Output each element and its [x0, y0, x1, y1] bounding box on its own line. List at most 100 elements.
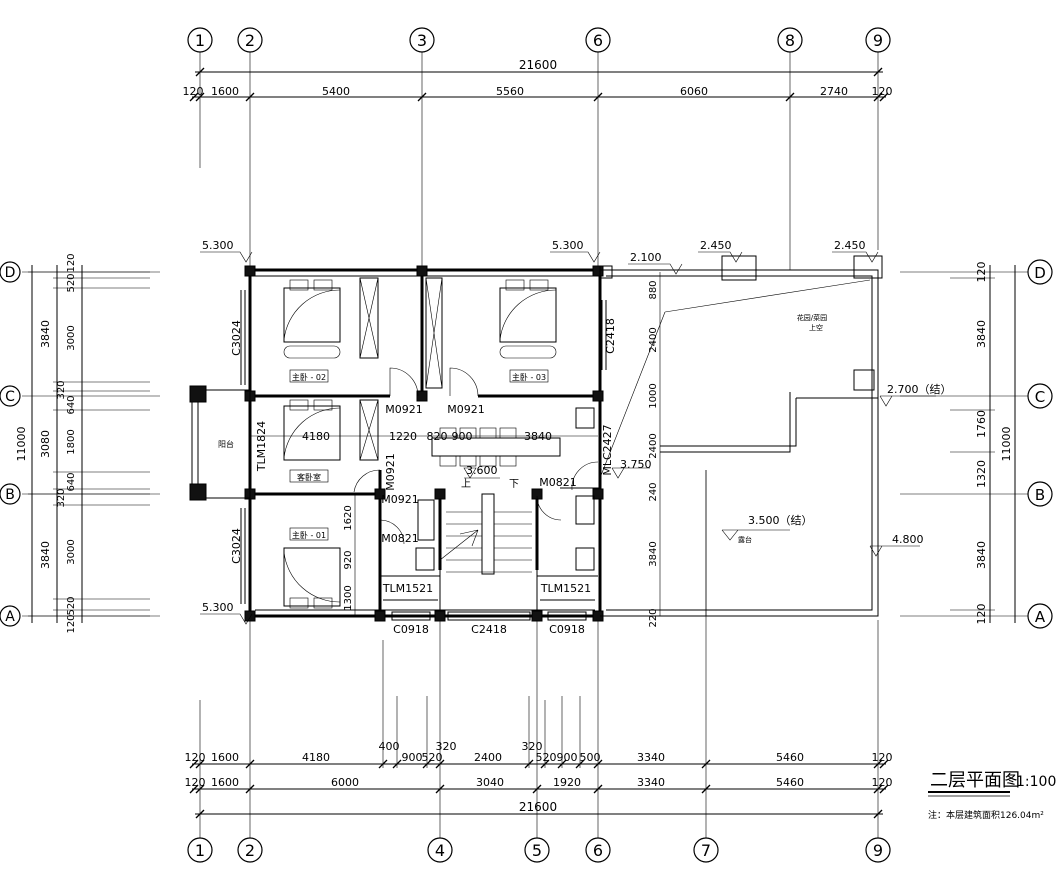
door-m0921-d: M0921 [381, 493, 419, 506]
dim-bot1-14: 120 [872, 751, 893, 764]
grid-label-bottom-1: 1 [195, 841, 205, 860]
int-dim-1220: 1220 [389, 430, 417, 443]
dim-right-4: 3840 [975, 541, 988, 569]
grid-label-top-9: 9 [873, 31, 883, 50]
grid-label-bottom-2: 2 [245, 841, 255, 860]
dim-bot1-12: 3340 [637, 751, 665, 764]
grid-bubbles-bottom: 1 2 4 5 6 7 9 [187, 837, 891, 863]
building-walls [189, 265, 607, 622]
grid-label-top-3: 3 [417, 31, 427, 50]
int-dim-880: 880 [648, 280, 659, 299]
elev-3750: 3.750 [620, 458, 652, 471]
grid-bubbles-right: D C B A [1027, 259, 1053, 629]
grid-label-bottom-6: 6 [593, 841, 603, 860]
door-m0821-a: M0821 [381, 532, 419, 545]
dim-top-2: 5400 [322, 85, 350, 98]
window-c3024-top: C3024 [230, 320, 243, 356]
int-dim-4180: 4180 [302, 430, 330, 443]
bottom-dimension-lines: 120 1600 4180 400 900 520 320 2400 320 5… [185, 640, 893, 819]
dim-bot1-4: 900 [402, 751, 423, 764]
dim-top-4: 6060 [680, 85, 708, 98]
dim-left-outer-3: 3840 [39, 541, 52, 569]
int-dim-900: 900 [452, 430, 473, 443]
door-tlm1824: TLM1824 [255, 421, 268, 472]
room-terrace: 露台 [738, 535, 752, 544]
room-balcony: 阳台 [218, 439, 234, 449]
int-dim-240: 240 [648, 482, 659, 501]
dim-bot2-1: 1600 [211, 776, 239, 789]
grid-label-bottom-4: 4 [435, 841, 445, 860]
drawing-title-block: 二层平面图 1:100 注：本层建筑面积126.04m² [928, 770, 1056, 821]
dim-right-1: 3840 [975, 320, 988, 348]
dim-top-1: 1600 [211, 85, 239, 98]
window-c2418-bottom: C2418 [471, 623, 507, 636]
int-dim-820: 820 [427, 430, 448, 443]
dim-right-3: 1320 [975, 460, 988, 488]
elev-4800: 4.800 [892, 533, 924, 546]
dim-left-inner-5: 1800 [66, 429, 77, 454]
dim-left-inner-2: 3000 [66, 325, 77, 350]
dim-bot2-6: 5460 [776, 776, 804, 789]
dim-left-outer-1: 11000 [15, 427, 28, 462]
elev-2450-a: 2.450 [700, 239, 732, 252]
window-c0918-b: C0918 [549, 623, 585, 636]
room-master-02: 主卧 - 02 [292, 372, 326, 382]
elev-5300-left-top: 5.300 [202, 239, 234, 252]
dim-top-5: 2740 [820, 85, 848, 98]
dim-bot1-2: 4180 [302, 751, 330, 764]
drawing-note: 注：本层建筑面积126.04m² [928, 809, 1044, 821]
int-dim-3840b: 3840 [524, 430, 552, 443]
dim-left-outer-2: 3080 [39, 430, 52, 458]
dim-bot1-10: 900 [557, 751, 578, 764]
left-dimension-lines: 3840 11000 3080 3840 120 520 3000 320 64… [15, 253, 150, 634]
dim-bot1-1: 1600 [211, 751, 239, 764]
dim-bot2-4: 1920 [553, 776, 581, 789]
grid-label-left-B: B [5, 487, 15, 503]
drawing-scale: 1:100 [1016, 774, 1056, 790]
elev-5300-right-top: 5.300 [552, 239, 584, 252]
door-m0921-c: M0921 [384, 453, 397, 491]
int-dim-2400a: 2400 [648, 327, 659, 352]
room-garden-sub: 上空 [809, 323, 823, 332]
grid-label-bottom-5: 5 [532, 841, 542, 860]
dim-top-total: 21600 [519, 58, 557, 72]
dim-bot2-5: 3340 [637, 776, 665, 789]
dim-left-inner-3: 320 [56, 380, 67, 399]
room-master-03: 主卧 - 03 [512, 372, 546, 382]
dim-bot2-7: 120 [872, 776, 893, 789]
right-dimension-lines: 120 3840 1760 1320 3840 120 11000 [950, 262, 1016, 625]
elev-3500: 3.500（结） [748, 514, 813, 527]
dim-left-inner-9: 520 [66, 596, 77, 615]
door-tlm1521-b: TLM1521 [540, 582, 591, 595]
room-garden: 花园/菜园 [797, 313, 827, 322]
int-dim-1000: 1000 [648, 383, 659, 408]
window-c3024-bottom: C3024 [230, 528, 243, 564]
grid-label-left-C: C [5, 389, 15, 405]
int-dim-2400b: 2400 [648, 433, 659, 458]
top-dimension-lines: 21600 120 1600 5400 5560 6060 2740 120 [183, 58, 893, 102]
grid-label-left-D: D [5, 265, 16, 281]
dim-left-inner-6: 640 [66, 472, 77, 491]
int-dim-220: 220 [648, 608, 659, 627]
grid-bubbles-top: 1 2 3 6 8 9 [187, 27, 891, 53]
dim-left-outer-0: 3840 [39, 320, 52, 348]
stair-up-label: 上 [461, 478, 471, 490]
door-m0921-b: M0921 [447, 403, 485, 416]
elev-2100: 2.100 [630, 251, 662, 264]
elev-2700: 2.700（结） [887, 383, 952, 396]
grid-label-top-6: 6 [593, 31, 603, 50]
dim-left-inner-7: 320 [56, 488, 67, 507]
grid-label-left-A: A [5, 609, 15, 625]
grid-label-top-2: 2 [245, 31, 255, 50]
dim-bot1-0: 120 [185, 751, 206, 764]
room-master-01: 主卧 - 01 [292, 530, 326, 540]
dim-top-6: 120 [872, 85, 893, 98]
dim-bot1-6: 320 [436, 740, 457, 753]
elev-3600: 3.600 [466, 464, 498, 477]
dim-bot2-0: 120 [185, 776, 206, 789]
interior-dimensions: 880 2400 1000 2400 240 3840 220 4180 122… [250, 272, 661, 628]
grid-label-top-8: 8 [785, 31, 795, 50]
grid-label-bottom-7: 7 [701, 841, 711, 860]
dim-right-total: 11000 [1000, 427, 1013, 462]
